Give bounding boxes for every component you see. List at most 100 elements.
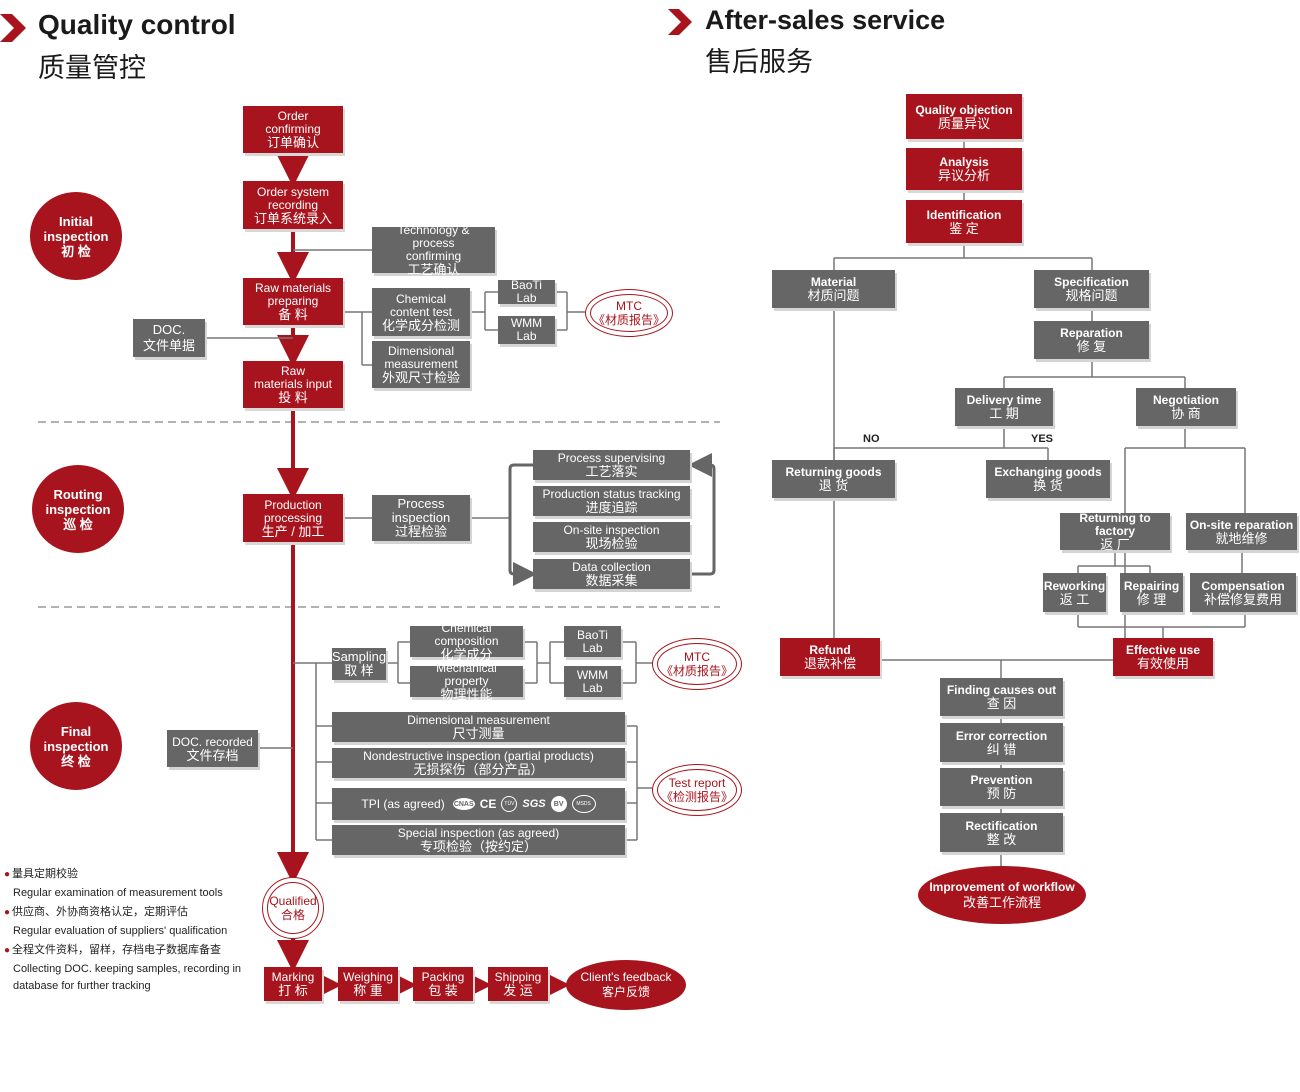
mtc-report-oval: MTC 《材质报告》	[652, 638, 742, 690]
feedback-label: 客户反馈	[601, 985, 650, 999]
client-feedback-oval: Client's feedback 客户反馈	[566, 960, 686, 1010]
step-label: 材质问题	[807, 288, 860, 303]
step-label: 发 运	[503, 983, 533, 998]
reworking-step: Reworking 返 工	[1043, 573, 1106, 612]
bv-logo-icon: BV	[550, 796, 567, 812]
doc-label: DOC. recorded	[172, 734, 253, 749]
note-en: database for further tracking	[13, 980, 151, 992]
finding-causes-step: Finding causes out 查 因	[940, 678, 1063, 716]
rectification-step: Rectification 整 改	[940, 813, 1063, 852]
item-label: 工艺落实	[585, 464, 638, 479]
step-label: inspection	[391, 510, 451, 525]
item-label: 进度追踪	[585, 500, 638, 515]
step-label: 订单确认	[266, 135, 319, 150]
quality-notes: ●量具定期校验 Regular examination of measureme…	[4, 868, 244, 993]
step-label: 工艺确认	[407, 262, 460, 277]
step-label: 打 标	[278, 983, 308, 998]
material-issue-step: Material 材质问题	[772, 270, 895, 308]
quality-objection-step: Quality objection 质量异议	[906, 94, 1022, 139]
baoti-lab-box: BaoTi Lab	[564, 626, 621, 657]
wmm-lab-box: WMM Lab	[564, 666, 621, 697]
after-sales-title: After-sales service	[705, 5, 946, 35]
item-label: On-site inspection	[563, 523, 660, 537]
badge-label: 初 检	[61, 243, 91, 259]
item-label: 数据采集	[585, 573, 638, 588]
process-item: Production status tracking 进度追踪	[533, 486, 690, 516]
step-label: measurement	[384, 357, 458, 371]
step-label: 返 工	[1059, 591, 1090, 607]
step-label: Raw	[280, 364, 305, 378]
step-label: Exchanging goods	[994, 465, 1102, 479]
delivery-time-step: Delivery time 工 期	[955, 388, 1053, 426]
step-label: 无损探伤（部分产品）	[413, 762, 544, 777]
step-label: 化学成分	[440, 647, 493, 662]
note-en: Collecting DOC. keeping samples, recordi…	[13, 963, 242, 975]
raw-materials-input-step: Raw materials input 投 料	[243, 361, 343, 408]
step-label: 有效使用	[1136, 656, 1189, 671]
step-label: Rectification	[965, 818, 1038, 833]
after-sales-subtitle: 售后服务	[705, 47, 813, 77]
step-label: 纠 错	[986, 741, 1017, 757]
item-label: 现场检验	[585, 536, 638, 551]
bullet-icon: ●	[4, 945, 11, 956]
step-label: 就地维修	[1215, 530, 1268, 546]
step-label: 质量异议	[937, 115, 990, 131]
step-label: 专项检验（按约定）	[419, 839, 537, 854]
step-label: Dimensional	[387, 344, 455, 358]
marking-step: Marking 打 标	[264, 967, 322, 1001]
note-item: ●供应商、外协商资格认定，定期评估	[4, 906, 244, 919]
note-item: ●量具定期校验	[4, 868, 244, 881]
step-label: confirming	[265, 122, 321, 136]
specification-issue-step: Specification 规格问题	[1034, 270, 1149, 308]
report-label: 《检测报告》	[660, 790, 733, 804]
step-label: Sampling	[331, 649, 387, 664]
report-label: Test report	[668, 776, 726, 790]
step-label: Technology & process	[397, 223, 470, 250]
step-label: 修 复	[1076, 339, 1107, 354]
step-label: 协 商	[1171, 406, 1201, 421]
step-label: confirming	[405, 249, 462, 263]
step-label: Returning goods	[785, 465, 882, 479]
step-label: Order	[277, 109, 309, 123]
step-label: 返 厂	[1100, 537, 1130, 552]
nondestructive-inspection-step: Nondestructive inspection (partial produ…	[332, 748, 625, 778]
chemical-composition-step: Chemical composition 化学成分	[410, 622, 523, 661]
step-label: Prevention	[970, 773, 1033, 787]
step-label: Material	[810, 275, 857, 289]
step-label: Compensation	[1201, 578, 1285, 593]
step-label: 备 料	[278, 307, 308, 322]
badge-label: Initial	[59, 213, 93, 229]
step-label: 整 改	[986, 831, 1017, 847]
step-label: Finding causes out	[946, 683, 1057, 697]
returning-to-factory-step: Returning to factory 返 厂	[1060, 512, 1170, 552]
step-label: 查 因	[986, 696, 1017, 711]
analysis-step: Analysis 异议分析	[906, 148, 1022, 190]
step-label: Production	[264, 497, 322, 512]
bullet-icon: ●	[4, 869, 11, 880]
step-label: materials input	[253, 377, 333, 391]
step-label: Chemical	[395, 291, 446, 306]
exchanging-goods-step: Exchanging goods 换 货	[986, 460, 1110, 498]
report-label: MTC	[616, 299, 642, 313]
step-label: Special inspection (as agreed)	[397, 826, 560, 840]
step-label: 异议分析	[937, 168, 990, 183]
step-label: Chemical composition	[434, 621, 499, 648]
production-processing-step: Production processing 生产 / 加工	[243, 494, 343, 542]
step-label: Repairing	[1123, 578, 1180, 593]
step-label: Mechanical property	[436, 661, 497, 688]
reparation-step: Reparation 修 复	[1034, 321, 1149, 359]
badge-label: inspection	[45, 501, 111, 517]
cnas-logo-icon: CNAS	[452, 798, 475, 810]
step-label: 退款补偿	[803, 656, 856, 671]
step-label: Specification	[1054, 275, 1129, 289]
packing-step: Packing 包 装	[413, 967, 473, 1001]
step-label: processing	[263, 510, 323, 525]
order-confirming-step: Order confirming 订单确认	[243, 106, 343, 153]
dimensional-measurement-step: Dimensional measurement 尺寸测量	[332, 712, 625, 742]
step-label: Raw materials	[254, 281, 332, 295]
step-label: 外观尺寸检验	[381, 370, 460, 385]
identification-step: Identification 鉴 定	[906, 200, 1022, 243]
yes-label: YES	[1031, 433, 1054, 445]
order-system-step: Order system recording 订单系统录入	[243, 181, 343, 229]
tuv-logo-icon: TÜV	[501, 796, 518, 812]
